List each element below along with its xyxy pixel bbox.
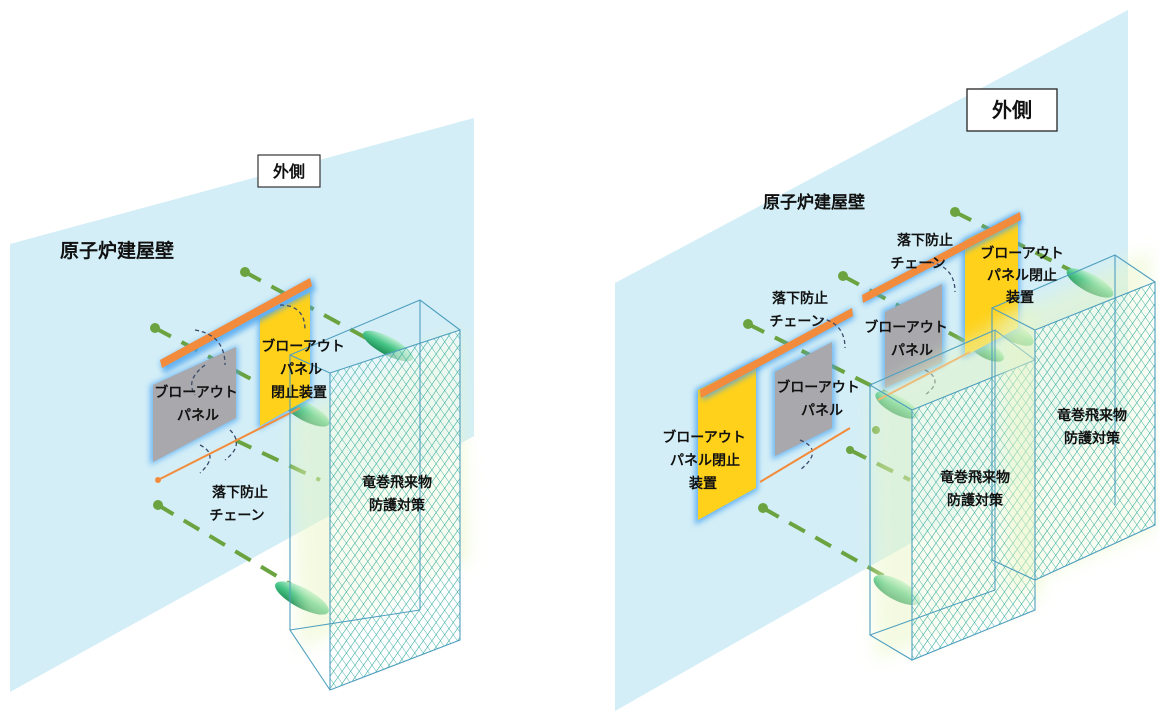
right-closing-device-lower: [698, 360, 756, 520]
left-chain-label-2: チェーン: [209, 508, 264, 524]
left-outside-box: [257, 154, 321, 188]
right-tornado-protection-1: [869, 300, 1040, 661]
left-diagram: [10, 118, 474, 692]
right-labels: 外側 原子炉建屋壁 落下防止 チェーン ブローアウト パネル閉止 装置 落下防止…: [662, 88, 1127, 509]
right-closing-device-upper-label-3: 装置: [1005, 289, 1034, 306]
left-tornado-label-2: 防護対策: [369, 497, 426, 514]
right-closing-device-lower-label-2: パネル閉止: [670, 452, 740, 469]
right-outside-box: [966, 88, 1058, 132]
right-closing-device-upper-label-2: パネル閉止: [987, 267, 1057, 284]
right-rail-lower: [700, 308, 853, 398]
left-closing-device-label-3: 閉止装置: [271, 384, 327, 401]
right-chain-1-label-2: チェーン: [890, 256, 945, 272]
right-closing-device-upper-label-1: ブローアウト: [980, 245, 1063, 262]
right-blowout-panel-1-label-1: ブローアウト: [776, 379, 859, 396]
right-tornado-1-label-2: 防護対策: [947, 492, 1004, 509]
left-closing-device-label-1: ブローアウト: [261, 338, 344, 355]
left-chain-line: [157, 407, 301, 481]
left-closing-device: [260, 292, 310, 426]
right-blowout-panel-1: [775, 342, 832, 456]
right-chain-line-1: [759, 427, 851, 483]
left-chain-label-1: 落下防止: [212, 484, 268, 501]
right-chain-2-label-1: 落下防止: [772, 290, 828, 307]
right-tornado-2-label-1: 竜巻飛来物: [1057, 407, 1127, 424]
left-closing-device-label-2: パネル: [280, 362, 322, 378]
right-blowout-panel-1-label-2: パネル: [801, 403, 843, 419]
right-rail-upper: [862, 212, 1021, 303]
left-dash-arcs: [191, 304, 306, 474]
right-reactor-wall: [615, 10, 1128, 711]
right-tornado-2-label-2: 防護対策: [1064, 430, 1121, 447]
right-blowout-panel-2-label-2: パネル: [891, 343, 933, 359]
left-blowout-panel-label-1: ブローアウト: [154, 384, 237, 401]
right-diagram: [615, 10, 1156, 711]
left-rail: [160, 278, 312, 368]
left-blowout-panel-label-2: パネル: [177, 408, 219, 424]
left-reactor-wall: [10, 118, 474, 692]
right-blowout-panel-2-label-1: ブローアウト: [864, 319, 947, 336]
right-closing-device-lower-label-3: 装置: [688, 475, 717, 492]
left-outside-label: 外側: [272, 162, 305, 181]
left-wall-label: 原子炉建屋壁: [60, 239, 174, 262]
right-chain-2-label-2: チェーン: [769, 314, 824, 330]
left-green-dots: [150, 267, 250, 510]
right-tornado-protection-2: [991, 250, 1156, 590]
right-chain-1-label-1: 落下防止: [897, 232, 953, 249]
left-blowout-panel: [153, 347, 236, 462]
right-tornado-1-label-1: 竜巻飛来物: [940, 469, 1010, 486]
left-tornado-protection: [289, 299, 470, 691]
left-labels: 外側 原子炉建屋壁 ブローアウト パネル ブローアウト パネル 閉止装置 落下防…: [60, 154, 432, 524]
left-tornado-label-1: 竜巻飛来物: [362, 474, 432, 491]
right-outside-label: 外側: [992, 98, 1032, 122]
right-closing-device-lower-label-1: ブローアウト: [662, 429, 745, 446]
right-wall-label: 原子炉建屋壁: [763, 192, 865, 213]
